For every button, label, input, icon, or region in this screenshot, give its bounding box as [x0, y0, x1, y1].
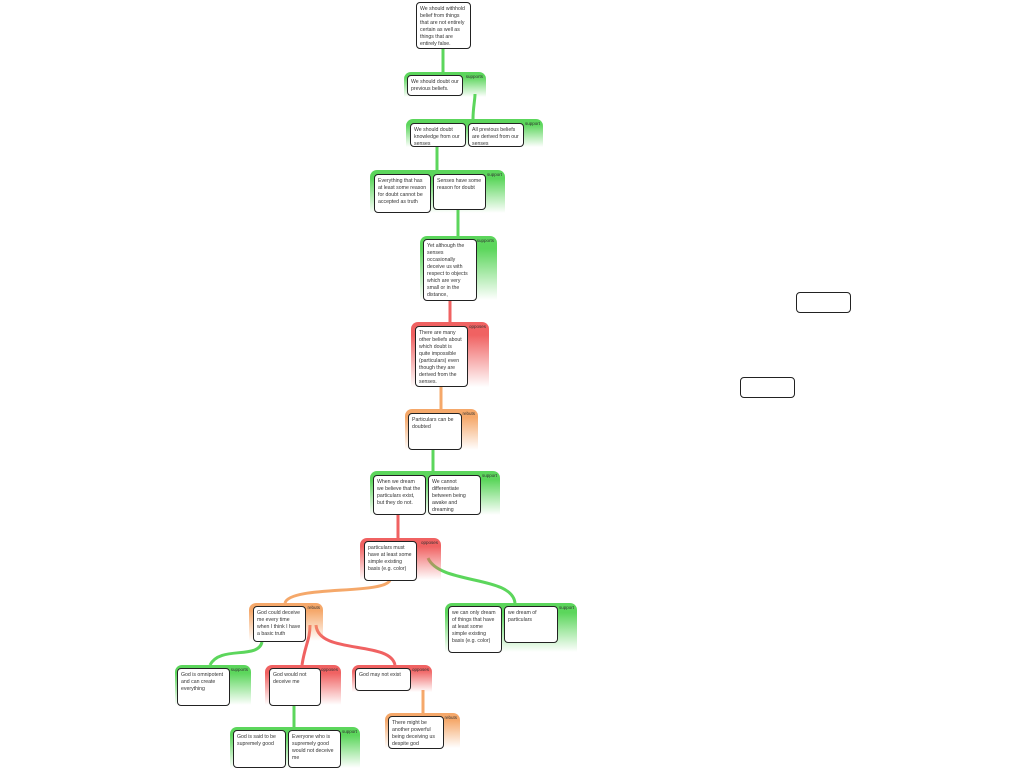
relation-label: rebuts [462, 411, 475, 416]
oppose-connector [314, 624, 397, 666]
relation-label: opposes [320, 667, 338, 672]
claim-box[interactable]: We should doubt knowledge from our sense… [410, 123, 466, 147]
claim-box[interactable]: Everyone who is supremely good would not… [288, 730, 341, 768]
claim-box[interactable]: When we dream we believe that the partic… [373, 475, 426, 515]
claim-box[interactable]: There are many other beliefs about which… [415, 326, 468, 387]
empty-claim-box[interactable] [796, 292, 851, 313]
claim-box[interactable]: Senses have some reason for doubt [433, 174, 486, 210]
root-claim[interactable]: We should withhold belief from things th… [416, 2, 471, 49]
claim-box[interactable]: God would not deceive me [269, 668, 321, 706]
rebut-connector [283, 579, 392, 604]
relation-label: rebuts [307, 605, 320, 610]
claim-box[interactable]: God could deceive me every time when I t… [253, 606, 306, 642]
claim-box[interactable]: God is said to be supremely good [233, 730, 286, 768]
claim-box[interactable]: Yet although the senses occasionally dec… [423, 239, 477, 301]
claim-box[interactable]: we dream of particulars [504, 606, 558, 643]
claim-box[interactable]: we can only dream of things that have at… [448, 606, 502, 653]
claim-box[interactable]: Everything that has at least some reason… [374, 174, 431, 213]
support-connector [208, 641, 264, 666]
support-connector [471, 93, 477, 120]
claim-box[interactable]: God is omnipotent and can create everyth… [177, 668, 230, 706]
claim-box[interactable]: We should doubt our previous beliefs. [407, 75, 463, 96]
relation-label: support [481, 473, 497, 478]
relation-label: opposes [411, 667, 429, 672]
relation-label: supports [230, 667, 248, 672]
claim-box[interactable]: There might be another powerful being de… [388, 716, 444, 749]
support-connector [426, 557, 517, 604]
relation-label: support [558, 605, 574, 610]
claim-box[interactable]: All previous beliefs are derived from ou… [468, 123, 524, 147]
claim-box[interactable]: God may not exist [355, 668, 411, 691]
relation-label: opposes [420, 540, 438, 545]
empty-claim-box[interactable] [740, 377, 795, 398]
relation-label: opposes [468, 324, 486, 329]
claim-box[interactable]: We cannot differentiate between being aw… [428, 475, 481, 515]
claim-box[interactable]: Particulars can be doubted [408, 413, 462, 450]
relation-label: supports [476, 238, 494, 243]
relation-label: rebuts [444, 715, 457, 720]
relation-label: support [341, 729, 357, 734]
relation-label: supports [465, 74, 483, 79]
relation-label: support [486, 172, 502, 177]
claim-box[interactable]: particulars must have at least some simp… [364, 541, 417, 581]
relation-label: support [524, 121, 540, 126]
